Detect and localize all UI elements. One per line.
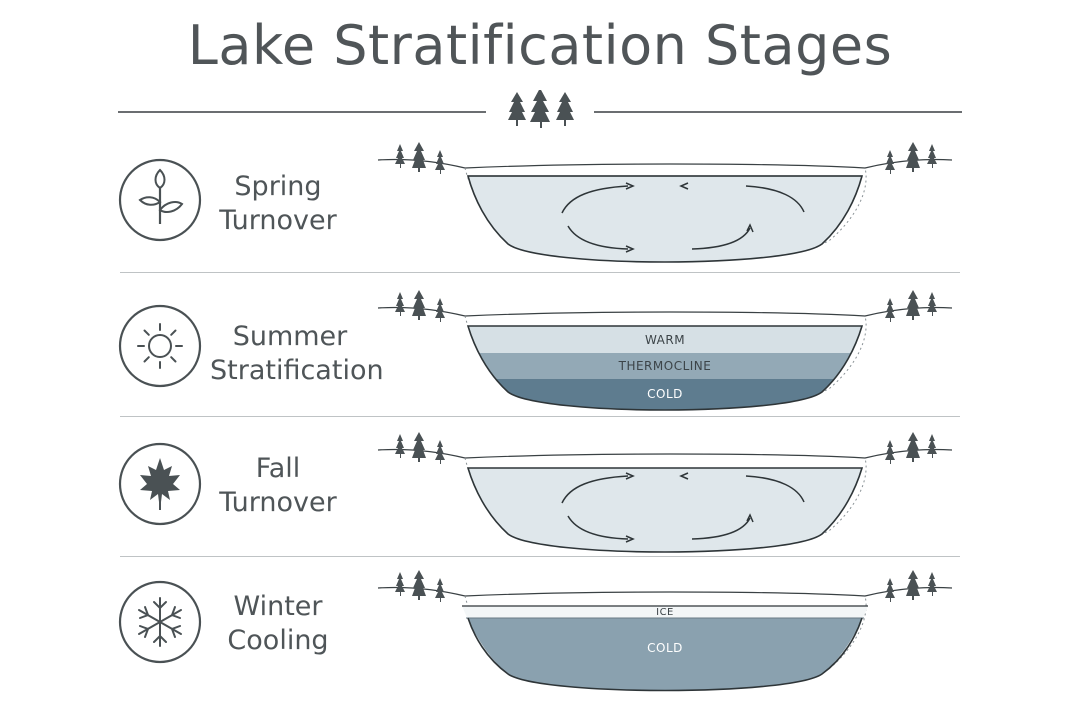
title-divider [118, 90, 962, 128]
stage-label-line2: Turnover [219, 205, 337, 236]
snowflake-icon [118, 580, 202, 664]
lake-diagram-fall [377, 432, 953, 553]
stage-label-line2: Stratification [210, 355, 384, 386]
stage-label-line2: Cooling [227, 625, 329, 656]
lake-diagram-winter: ICE COLD [377, 570, 953, 692]
layer-label-thermocline: THERMOCLINE [618, 359, 712, 373]
stage-label-line1: Winter [233, 591, 323, 622]
stage-divider [120, 556, 960, 557]
stage-label-summer: Summer Stratification [210, 320, 384, 388]
layer-label-warm: WARM [645, 333, 685, 347]
stage-label-line2: Turnover [219, 487, 337, 518]
sun-icon [118, 304, 202, 388]
stage-label-spring: Spring Turnover [210, 170, 346, 238]
stage-label-line1: Fall [255, 453, 301, 484]
lake-diagram-spring [377, 142, 953, 263]
stage-label-line1: Spring [234, 171, 322, 202]
layer-label-cold: COLD [647, 641, 683, 655]
stage-divider [120, 272, 960, 273]
stage-divider [120, 416, 960, 417]
layer-label-cold: COLD [647, 387, 683, 401]
pine-trees-icon [508, 90, 574, 128]
stage-label-line1: Summer [232, 321, 348, 352]
stage-label-winter: Winter Cooling [210, 590, 346, 658]
maple-leaf-icon [118, 442, 202, 526]
sprout-icon [118, 158, 202, 242]
lake-diagram-summer: WARM THERMOCLINE COLD [377, 290, 953, 411]
page-title: Lake Stratification Stages [187, 14, 893, 77]
stage-label-fall: Fall Turnover [210, 452, 346, 520]
layer-label-ice: ICE [656, 607, 674, 618]
